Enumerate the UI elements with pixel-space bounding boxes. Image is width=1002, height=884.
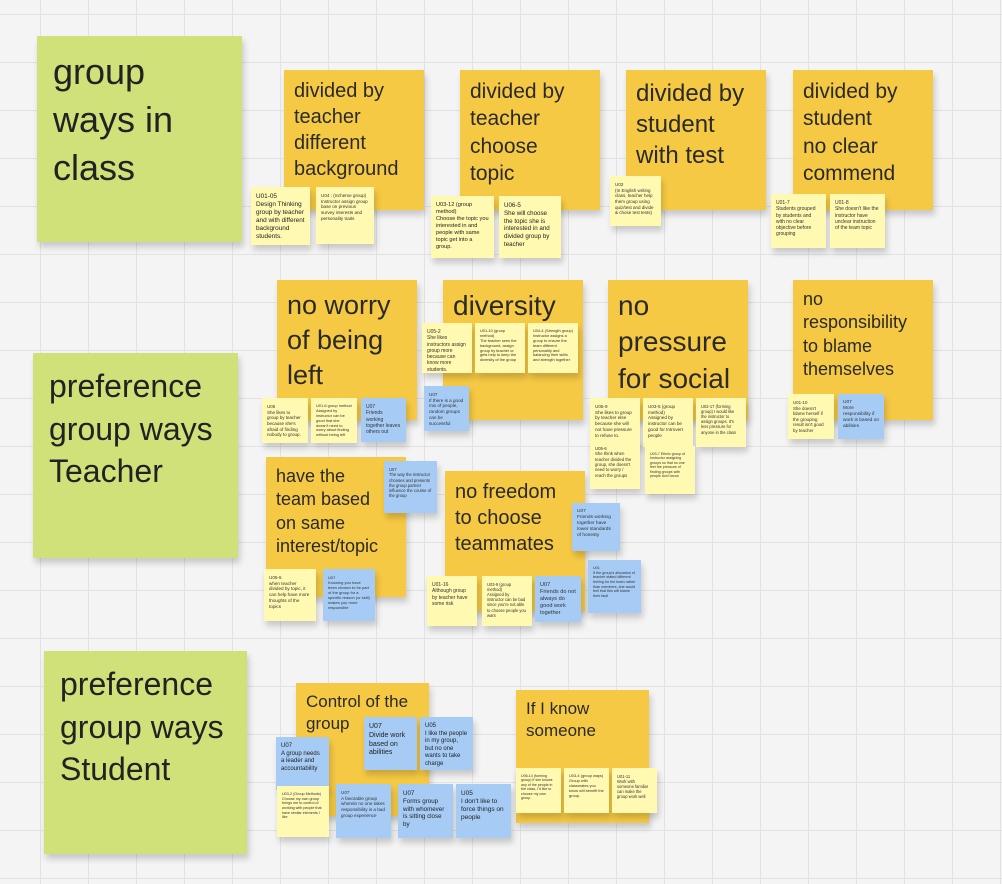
section-note-preference-student[interactable]: preference group ways Student xyxy=(44,651,247,854)
sticky-note[interactable]: U01 If the group's allocation of teacher… xyxy=(588,560,641,613)
sticky-note[interactable]: U07 A group needs a leader and accountab… xyxy=(276,737,329,790)
theme-note-no-pressure[interactable]: no pressure for social xyxy=(608,280,748,420)
sticky-note[interactable]: U07 Divide work based on abilities xyxy=(364,717,417,770)
sticky-note[interactable]: U01-7 Students grouped by students and w… xyxy=(771,194,826,248)
sticky-note[interactable]: U01-16 Although group by teacher have so… xyxy=(427,576,477,626)
sticky-note[interactable]: U07 The way the instructor chooses and p… xyxy=(384,461,437,513)
sticky-note[interactable]: U05 I don't like to force things on peop… xyxy=(456,784,511,838)
theme-note-no-worry[interactable]: no worry of being left xyxy=(277,280,417,420)
sticky-note[interactable]: U01-6 group method Assigned by instructo… xyxy=(311,398,357,443)
sticky-note[interactable]: U07 Friends working together leaves othe… xyxy=(361,398,406,442)
sticky-note[interactable]: U05-2 She likes instructors assign group… xyxy=(422,323,472,373)
sticky-note[interactable]: U07 Forms group with whomever is sitting… xyxy=(398,784,453,838)
theme-note-divided-by-teacher-background[interactable]: divided by teacher different background xyxy=(284,70,424,210)
sticky-note[interactable]: U06-5 She will choose the topic she is i… xyxy=(499,196,561,258)
sticky-note[interactable]: U05 I like the people in my group, but n… xyxy=(420,717,473,770)
section-label: group ways in class xyxy=(53,51,174,188)
sticky-note[interactable]: U02-17 (forming group) I would like the … xyxy=(696,398,746,447)
sticky-note[interactable]: U07 A favorable group wherein no one tak… xyxy=(336,784,391,838)
sticky-note[interactable]: U07 Friends do not always do good work t… xyxy=(535,576,581,622)
sticky-note[interactable]: U05 She likes to group by teacher becaus… xyxy=(262,398,308,443)
section-label: preference group ways Student xyxy=(60,666,224,788)
sticky-note[interactable]: U04 : (Scheme group) Instructor assign g… xyxy=(316,187,374,244)
sticky-note[interactable]: U01-10 (group method) The teacher sees t… xyxy=(475,323,525,373)
section-note-group-ways-in-class[interactable]: group ways in class xyxy=(37,36,242,242)
sticky-note[interactable]: U03-4 (group ways) Group with classmates… xyxy=(564,768,609,813)
sticky-note[interactable]: U05-5 when teacher divided by topic, it … xyxy=(264,569,316,621)
sticky-note[interactable]: U05-6 She think when teacher divided the… xyxy=(590,440,640,489)
sticky-note[interactable]: U01-11 Work with someone familiar can ma… xyxy=(612,768,657,813)
section-label: preference group ways Teacher xyxy=(49,368,213,490)
sticky-note[interactable]: U07 Friends working together have lower … xyxy=(572,503,620,551)
sticky-note[interactable]: U06-14 (forming group) If she knows any … xyxy=(516,768,561,813)
sticky-note[interactable]: U03-5 (group method) Assigned by instruc… xyxy=(643,398,693,447)
sticky-note[interactable]: U03-7 Ethnic group of Instructor assigni… xyxy=(645,446,695,494)
section-note-preference-teacher[interactable]: preference group ways Teacher xyxy=(33,353,238,558)
sticky-note[interactable]: U03-12 (group method) Choose the topic y… xyxy=(431,196,494,258)
sticky-note[interactable]: U07 If there is a good mix of people, ra… xyxy=(424,386,469,431)
theme-note-divided-by-teacher-topic[interactable]: divided by teacher choose topic xyxy=(460,70,600,210)
theme-note-divided-by-student-no-commend[interactable]: divided by student no clear commend xyxy=(793,70,933,210)
sticky-note[interactable]: U03-2 (Group Methods) Choose my own grou… xyxy=(277,786,329,837)
sticky-note[interactable]: U05-9 She likes to group by teacher else… xyxy=(590,398,640,447)
sticky-note[interactable]: U04-4 (Strength group) Instructor assign… xyxy=(528,323,578,373)
sticky-note[interactable]: U07 Knowing you have been chosen to be p… xyxy=(323,569,375,621)
sticky-note[interactable]: U01-10 She doesn't blame herself if the … xyxy=(788,394,834,439)
sticky-note[interactable]: U01-8 She doesn't like the instructor ha… xyxy=(830,194,885,248)
sticky-note[interactable]: U03 (In English writing class, teacher h… xyxy=(610,176,661,226)
sticky-note[interactable]: U03-9 (group method) Assigned by instruc… xyxy=(482,576,532,626)
sticky-note[interactable]: U07 More responsibility if work is based… xyxy=(838,394,884,439)
sticky-note[interactable]: U01-05 Design Thinking group by teacher … xyxy=(251,187,310,245)
theme-note-divided-by-student-test[interactable]: divided by student with test xyxy=(626,70,766,210)
